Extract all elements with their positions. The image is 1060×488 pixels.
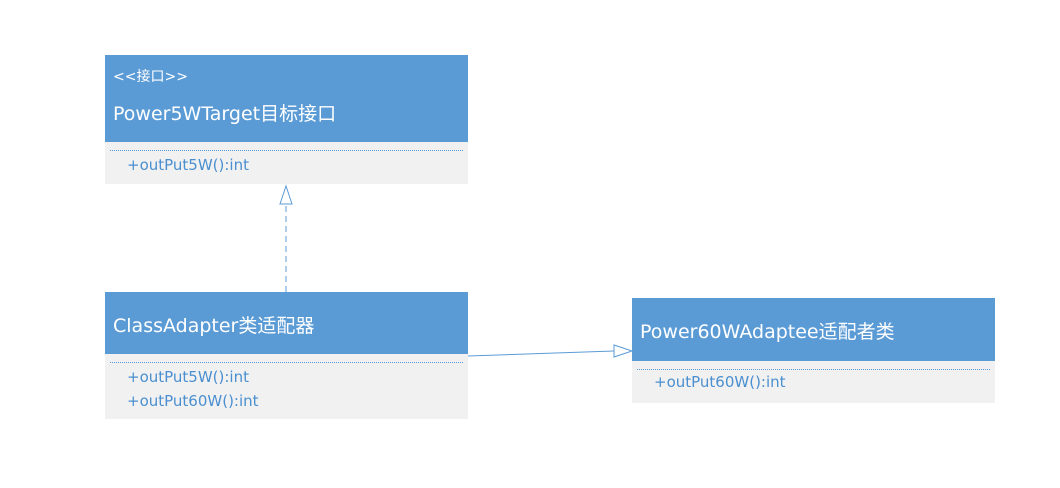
class-adapter-class[interactable]: ClassAdapter类适配器 +outPut5W():int +outPut… — [105, 292, 468, 419]
class-name: ClassAdapter类适配器 — [113, 315, 315, 337]
compartment-separator — [110, 362, 463, 363]
class-name: Power60WAdaptee适配者类 — [640, 321, 895, 343]
adaptee-methods: +outPut60W():int — [632, 361, 995, 403]
association-line — [467, 350, 615, 357]
method-item: +outPut60W():int — [127, 392, 259, 410]
association-arrowhead — [613, 344, 634, 358]
method-item: +outPut5W():int — [127, 368, 249, 386]
target-interface-methods: +outPut5W():int — [105, 142, 468, 184]
stereotype-label: <<接口>> — [113, 69, 188, 85]
method-item: +outPut5W():int — [127, 156, 249, 174]
class-adapter-methods: +outPut5W():int +outPut60W():int — [105, 354, 468, 419]
method-item: +outPut60W():int — [654, 373, 786, 391]
adaptee-header: Power60WAdaptee适配者类 — [632, 298, 995, 361]
class-name: Power5WTarget目标接口 — [113, 103, 337, 125]
compartment-separator — [637, 369, 990, 370]
adaptee-class[interactable]: Power60WAdaptee适配者类 +outPut60W():int — [632, 298, 995, 403]
target-interface-class[interactable]: <<接口>> Power5WTarget目标接口 +outPut5W():int — [105, 55, 468, 184]
target-interface-header: <<接口>> Power5WTarget目标接口 — [105, 55, 468, 142]
class-adapter-header: ClassAdapter类适配器 — [105, 292, 468, 354]
compartment-separator — [110, 150, 463, 151]
realization-arrowhead — [279, 184, 293, 205]
